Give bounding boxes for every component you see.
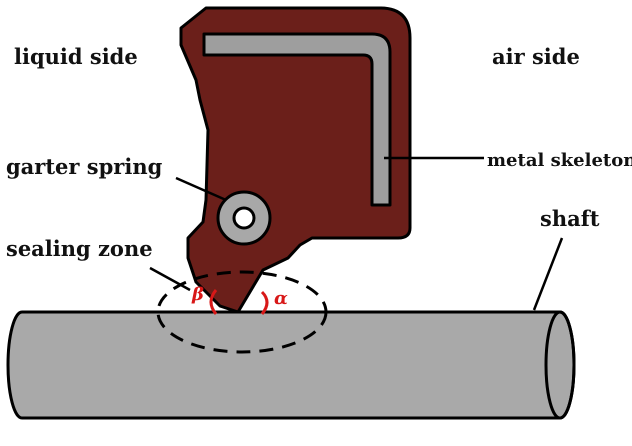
- metal-skeleton-label: metal skeleton: [487, 150, 632, 171]
- liquid-side-label: liquid side: [14, 44, 138, 69]
- shaft-body: [6, 310, 576, 420]
- sealing-zone-label: sealing zone: [6, 236, 153, 261]
- alpha-angle-arc: [260, 290, 269, 315]
- metal-skeleton: [202, 32, 392, 207]
- air-side-label: air side: [492, 44, 580, 69]
- garter-spring-leader: [175, 176, 227, 202]
- garter-spring-inner: [232, 206, 256, 230]
- beta-label: β: [191, 284, 204, 305]
- shaft-label: shaft: [540, 206, 600, 231]
- shaft-leader: [532, 237, 564, 311]
- beta-angle-arc: [209, 289, 218, 315]
- shaft: [6, 310, 576, 420]
- sealing-zone-ellipse: [156, 270, 328, 354]
- shaft-end-face: [544, 310, 576, 420]
- sealing-zone-leader: [149, 266, 191, 292]
- garter-spring-label: garter spring: [6, 154, 163, 179]
- garter-spring: [216, 190, 272, 246]
- alpha-label: α: [274, 288, 288, 309]
